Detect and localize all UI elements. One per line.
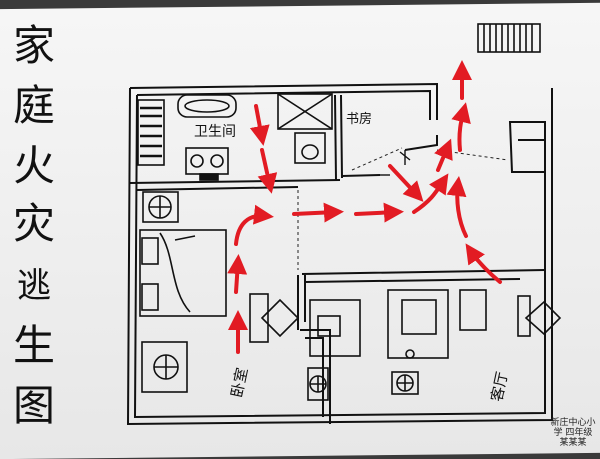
bathroom-fixtures [137, 93, 333, 181]
bedroom-furniture [139, 191, 300, 393]
title-char-5: 逃 [17, 266, 51, 306]
study-door [380, 150, 411, 176]
bathroom-label: 卫生间 [194, 124, 236, 140]
title-char-1: 家 [12, 21, 55, 70]
title-char-6: 生 [12, 321, 55, 370]
escape-arrows [227, 60, 502, 354]
study-label: 书房 [346, 112, 373, 127]
title-char-4: 灾 [12, 199, 55, 248]
stairs-icon [477, 23, 541, 53]
outer-walls [126, 82, 553, 426]
interior-walls [129, 94, 546, 424]
title-char-3: 火 [12, 141, 55, 190]
title-char-7: 图 [12, 381, 55, 430]
title-char-2: 庭 [12, 81, 55, 130]
living-furniture [307, 289, 562, 401]
author-signature: 新庄中心小学 四年级 某某某 [550, 418, 596, 448]
dashed-guides [297, 147, 509, 270]
